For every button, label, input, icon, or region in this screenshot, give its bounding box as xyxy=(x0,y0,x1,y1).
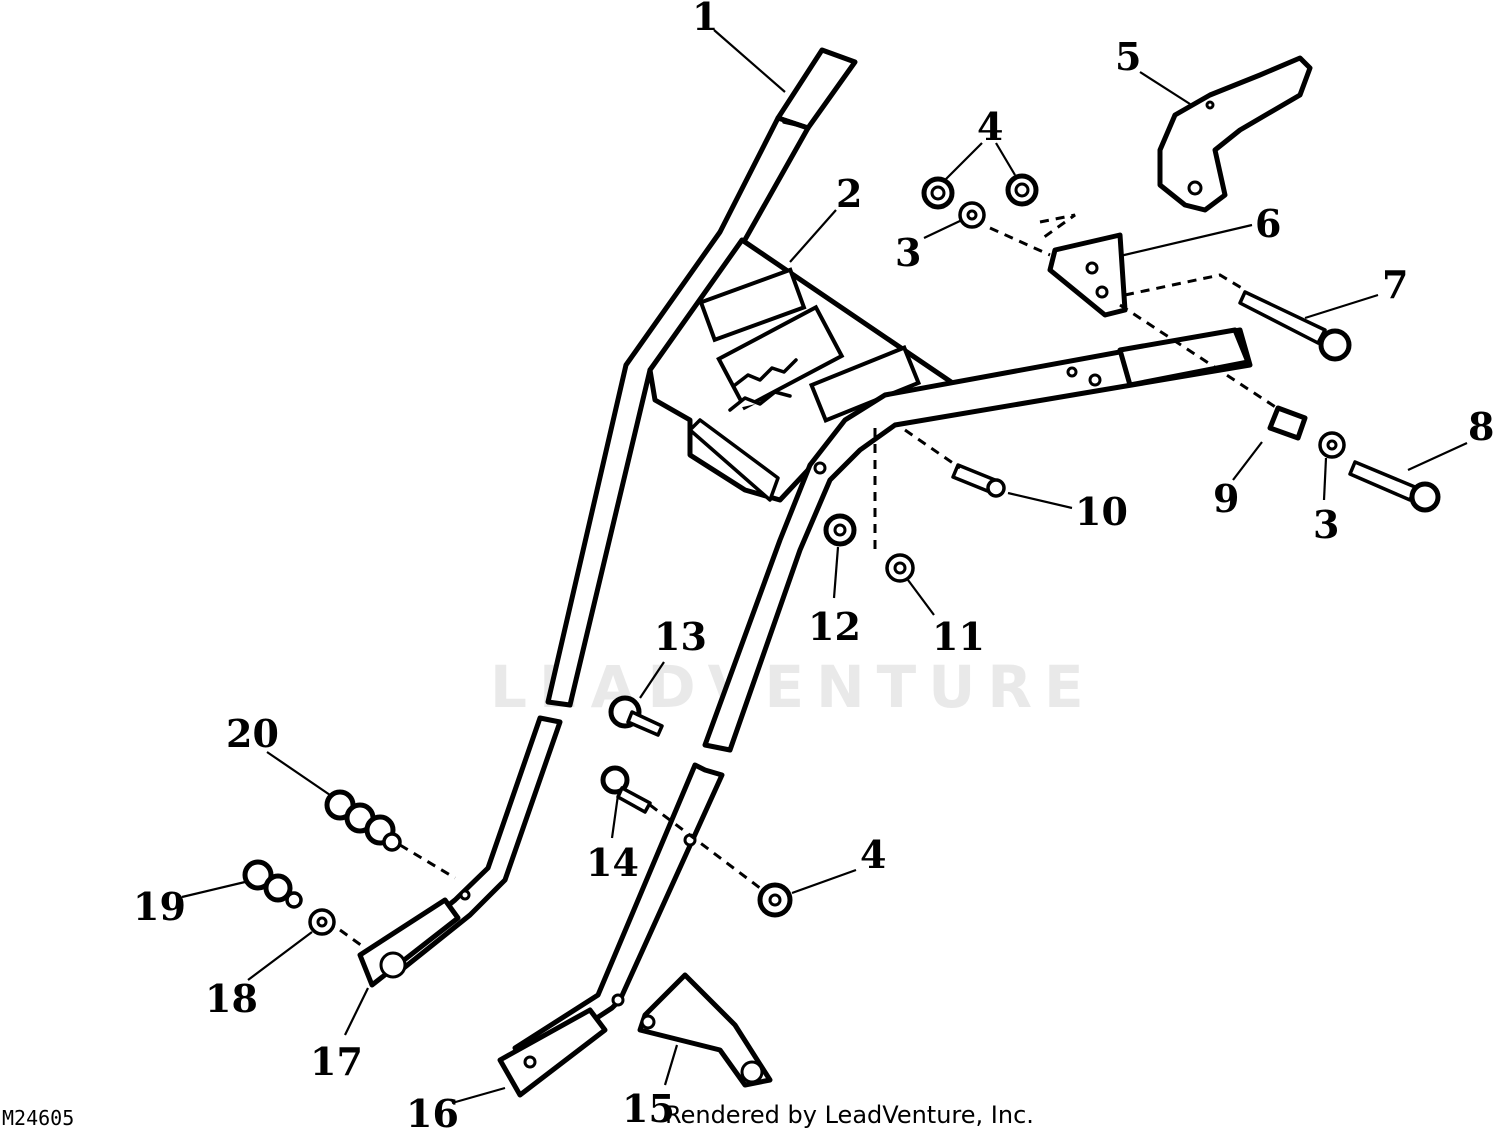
callout-15: 15 xyxy=(622,1086,675,1131)
callout-3-top: 3 xyxy=(895,230,921,275)
callout-16: 16 xyxy=(406,1091,459,1133)
leader-lines xyxy=(181,29,1468,1105)
callout-19: 19 xyxy=(133,884,186,929)
callout-17: 17 xyxy=(310,1039,363,1084)
callout-4-lower: 4 xyxy=(860,832,886,877)
part-14-bolt[interactable] xyxy=(600,765,652,814)
part-10-bolt[interactable] xyxy=(951,463,1006,498)
part-20-spacers[interactable] xyxy=(324,789,402,852)
render-credit: Rendered by LeadVenture, Inc. xyxy=(665,1101,1034,1129)
callout-2: 2 xyxy=(836,171,862,216)
part-3-washer-right[interactable] xyxy=(1318,431,1346,459)
callout-18: 18 xyxy=(205,976,258,1021)
callout-1: 1 xyxy=(692,0,718,39)
part-7-bolt[interactable] xyxy=(1238,290,1352,362)
part-6-bracket-plate[interactable] xyxy=(1047,232,1128,318)
part-15-bracket[interactable] xyxy=(637,972,773,1088)
callout-4-top: 4 xyxy=(977,104,1003,149)
part-9-spacer[interactable] xyxy=(1267,405,1308,441)
part-4-nut-top-left[interactable] xyxy=(921,176,955,210)
callout-9: 9 xyxy=(1213,476,1239,521)
part-4-nut-lower[interactable] xyxy=(757,882,793,918)
callout-8: 8 xyxy=(1468,404,1494,449)
part-13-bolt[interactable] xyxy=(608,695,664,737)
part-2-control-panel[interactable] xyxy=(647,237,963,503)
callout-5: 5 xyxy=(1115,34,1141,79)
part-16-right-handle-frame[interactable] xyxy=(497,327,1253,1098)
part-4-nut-top-right[interactable] xyxy=(1005,173,1039,207)
callout-14: 14 xyxy=(586,840,639,885)
part-8-bolt[interactable] xyxy=(1348,460,1441,513)
assembly-lines xyxy=(339,213,1281,950)
part-11-washer[interactable] xyxy=(885,553,915,583)
part-3-washer-top[interactable] xyxy=(958,201,986,229)
callout-10: 10 xyxy=(1075,489,1128,534)
part-5-clip[interactable] xyxy=(1157,55,1313,213)
part-1-upper-handle-left[interactable] xyxy=(545,47,858,708)
callout-6: 6 xyxy=(1255,201,1281,246)
callout-20: 20 xyxy=(226,711,279,756)
part-12-nut[interactable] xyxy=(823,513,857,547)
callout-11: 11 xyxy=(932,614,985,659)
leadventure-watermark: LEADVENTURE xyxy=(490,653,1096,721)
part-18-washer[interactable] xyxy=(308,908,336,936)
callout-12: 12 xyxy=(808,604,861,649)
part-19-spacers[interactable] xyxy=(242,859,303,909)
callout-13: 13 xyxy=(654,614,707,659)
part-17-lower-left-handle[interactable] xyxy=(357,715,563,988)
callout-3-right: 3 xyxy=(1313,502,1339,547)
callout-7: 7 xyxy=(1382,262,1408,307)
diagram-id: M24605 xyxy=(2,1106,74,1130)
